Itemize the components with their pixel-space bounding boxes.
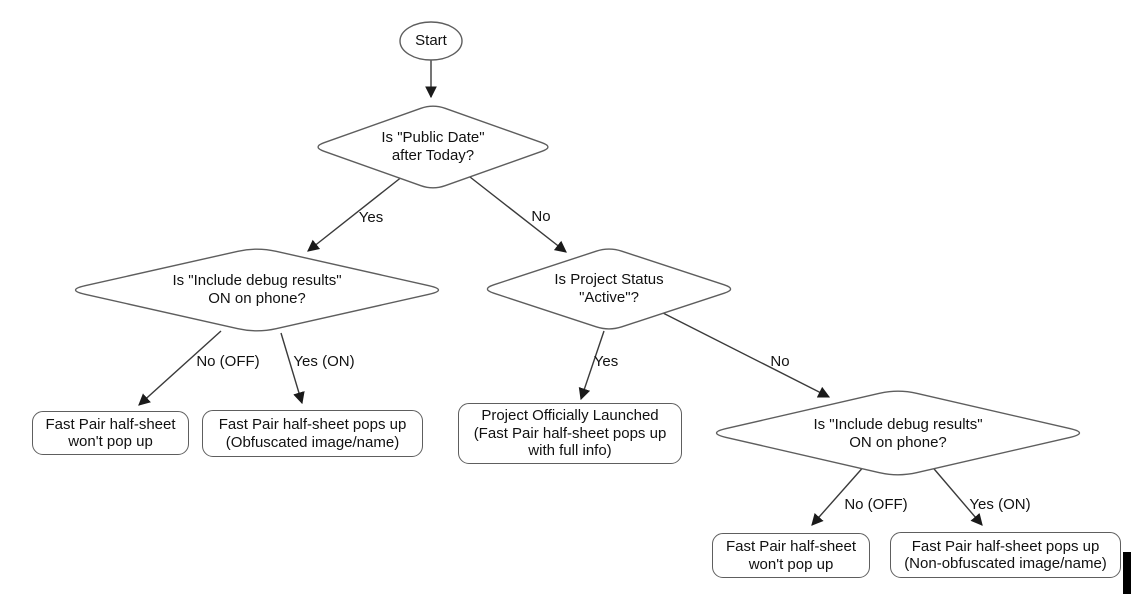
connector-debug-right-no-off: [811, 463, 867, 526]
edge-label-public-date-no: No: [531, 208, 551, 225]
result-no-popup-right-box: Fast Pair half-sheet won't pop up: [712, 533, 870, 578]
connector-debug-left-no-off: [138, 330, 222, 406]
decision-status-shape: [486, 248, 732, 330]
edge-label-public-date-yes: Yes: [358, 209, 384, 226]
edge-label-debug-right-no-off: No (OFF): [844, 496, 908, 513]
result-obfuscated-box: Fast Pair half-sheet pops up (Obfuscated…: [202, 410, 423, 457]
connector-public-date-no: [469, 176, 567, 253]
start-node-shape: [399, 21, 463, 61]
decision-debug-left-shape: [74, 248, 440, 332]
connector-debug-right-yes-on: [928, 462, 983, 526]
edge-label-debug-left-yes-on: Yes (ON): [293, 353, 355, 370]
connector-public-date-yes: [307, 175, 404, 252]
edge-label-debug-left-no-off: No (OFF): [196, 353, 260, 370]
connector-status-yes: [578, 330, 605, 401]
connector-debug-left-yes-on: [280, 332, 305, 405]
edge-label-status-yes: Yes: [593, 353, 619, 370]
edge-label-status-no: No: [770, 353, 790, 370]
decision-debug-right-shape: [715, 390, 1081, 476]
decision-public-date-shape: [317, 105, 549, 189]
result-no-popup-left-box: Fast Pair half-sheet won't pop up: [32, 411, 189, 455]
edge-label-debug-right-yes-on: Yes (ON): [969, 496, 1031, 513]
connector-status-no: [662, 312, 831, 398]
text-cursor: [1123, 552, 1131, 594]
result-launched-box: Project Officially Launched (Fast Pair h…: [458, 403, 682, 464]
result-non-obfuscated-box: Fast Pair half-sheet pops up (Non-obfusc…: [890, 532, 1121, 578]
